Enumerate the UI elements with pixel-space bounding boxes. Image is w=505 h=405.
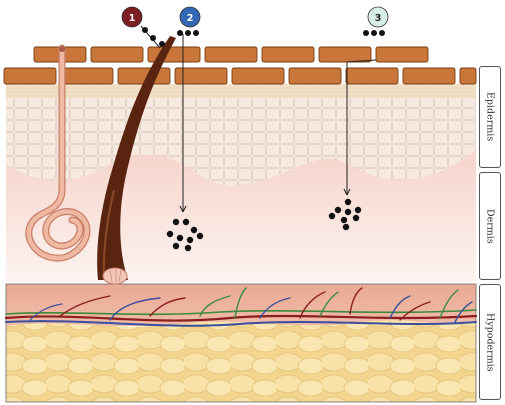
corneocyte-brick <box>174 67 228 85</box>
corneocyte-brick <box>60 67 114 85</box>
particle <box>352 214 360 222</box>
hair-follicle <box>97 36 176 285</box>
particle-group-top <box>142 27 385 47</box>
corneocyte-brick <box>345 67 399 85</box>
blood-vessels <box>4 287 478 327</box>
particle <box>344 198 352 206</box>
dermis-label-tab: Dermis <box>479 172 501 280</box>
particle <box>354 206 362 214</box>
particle <box>334 206 342 214</box>
marker-2-label: 2 <box>187 13 194 24</box>
particle <box>363 30 369 36</box>
hypodermis-layer <box>5 283 477 403</box>
marker-1-label: 1 <box>129 13 136 24</box>
corneocyte-brick <box>288 67 342 85</box>
pathway-3-arrowhead <box>343 188 351 196</box>
particle <box>193 30 199 36</box>
pathway-2-arrowhead <box>179 205 187 213</box>
marker-3-circle <box>367 6 389 28</box>
particle-group-dermis-3 <box>328 198 362 231</box>
corneocyte-brick <box>261 46 315 63</box>
hypodermis-label: Hypodermis <box>484 312 496 372</box>
particle-group-dermis-2 <box>166 218 204 252</box>
particle <box>184 244 192 252</box>
dermis-label: Dermis <box>484 208 496 244</box>
hypodermis-label-tab: Hypodermis <box>479 284 501 400</box>
particle <box>166 230 174 238</box>
particle <box>182 218 190 226</box>
particle <box>342 223 350 231</box>
corneocyte-brick <box>231 67 285 85</box>
epidermis-layer <box>6 84 476 186</box>
particle <box>172 242 180 250</box>
marker-1-circle <box>121 6 143 28</box>
stratum-corneum <box>3 46 477 85</box>
marker-2: 2 <box>179 6 201 28</box>
corneocyte-brick <box>402 67 456 85</box>
marker-1: 1 <box>121 6 143 28</box>
particle <box>371 30 377 36</box>
marker-3-label: 3 <box>375 13 382 24</box>
epidermis-label-tab: Epidermis <box>479 66 501 168</box>
corneocyte-brick <box>3 67 57 85</box>
particle <box>150 35 156 41</box>
particle <box>196 232 204 240</box>
particle <box>176 234 184 242</box>
particle <box>142 27 148 33</box>
corneocyte-brick <box>318 46 372 63</box>
particle <box>190 226 198 234</box>
marker-3: 3 <box>367 6 389 28</box>
corneocyte-brick <box>90 46 144 63</box>
particle <box>185 30 191 36</box>
particle <box>344 208 352 216</box>
particle <box>177 30 183 36</box>
particle <box>172 218 180 226</box>
marker-2-circle <box>179 6 201 28</box>
corneocyte-brick <box>375 46 429 63</box>
particle <box>328 212 336 220</box>
particle <box>379 30 385 36</box>
particle <box>186 236 194 244</box>
pathway-3-arrow <box>346 59 377 195</box>
epidermis-label: Epidermis <box>484 92 496 142</box>
sweat-gland <box>25 44 91 262</box>
particle <box>340 216 348 224</box>
corneocyte-brick <box>204 46 258 63</box>
particle <box>159 41 165 47</box>
corneocyte-brick <box>459 67 477 85</box>
